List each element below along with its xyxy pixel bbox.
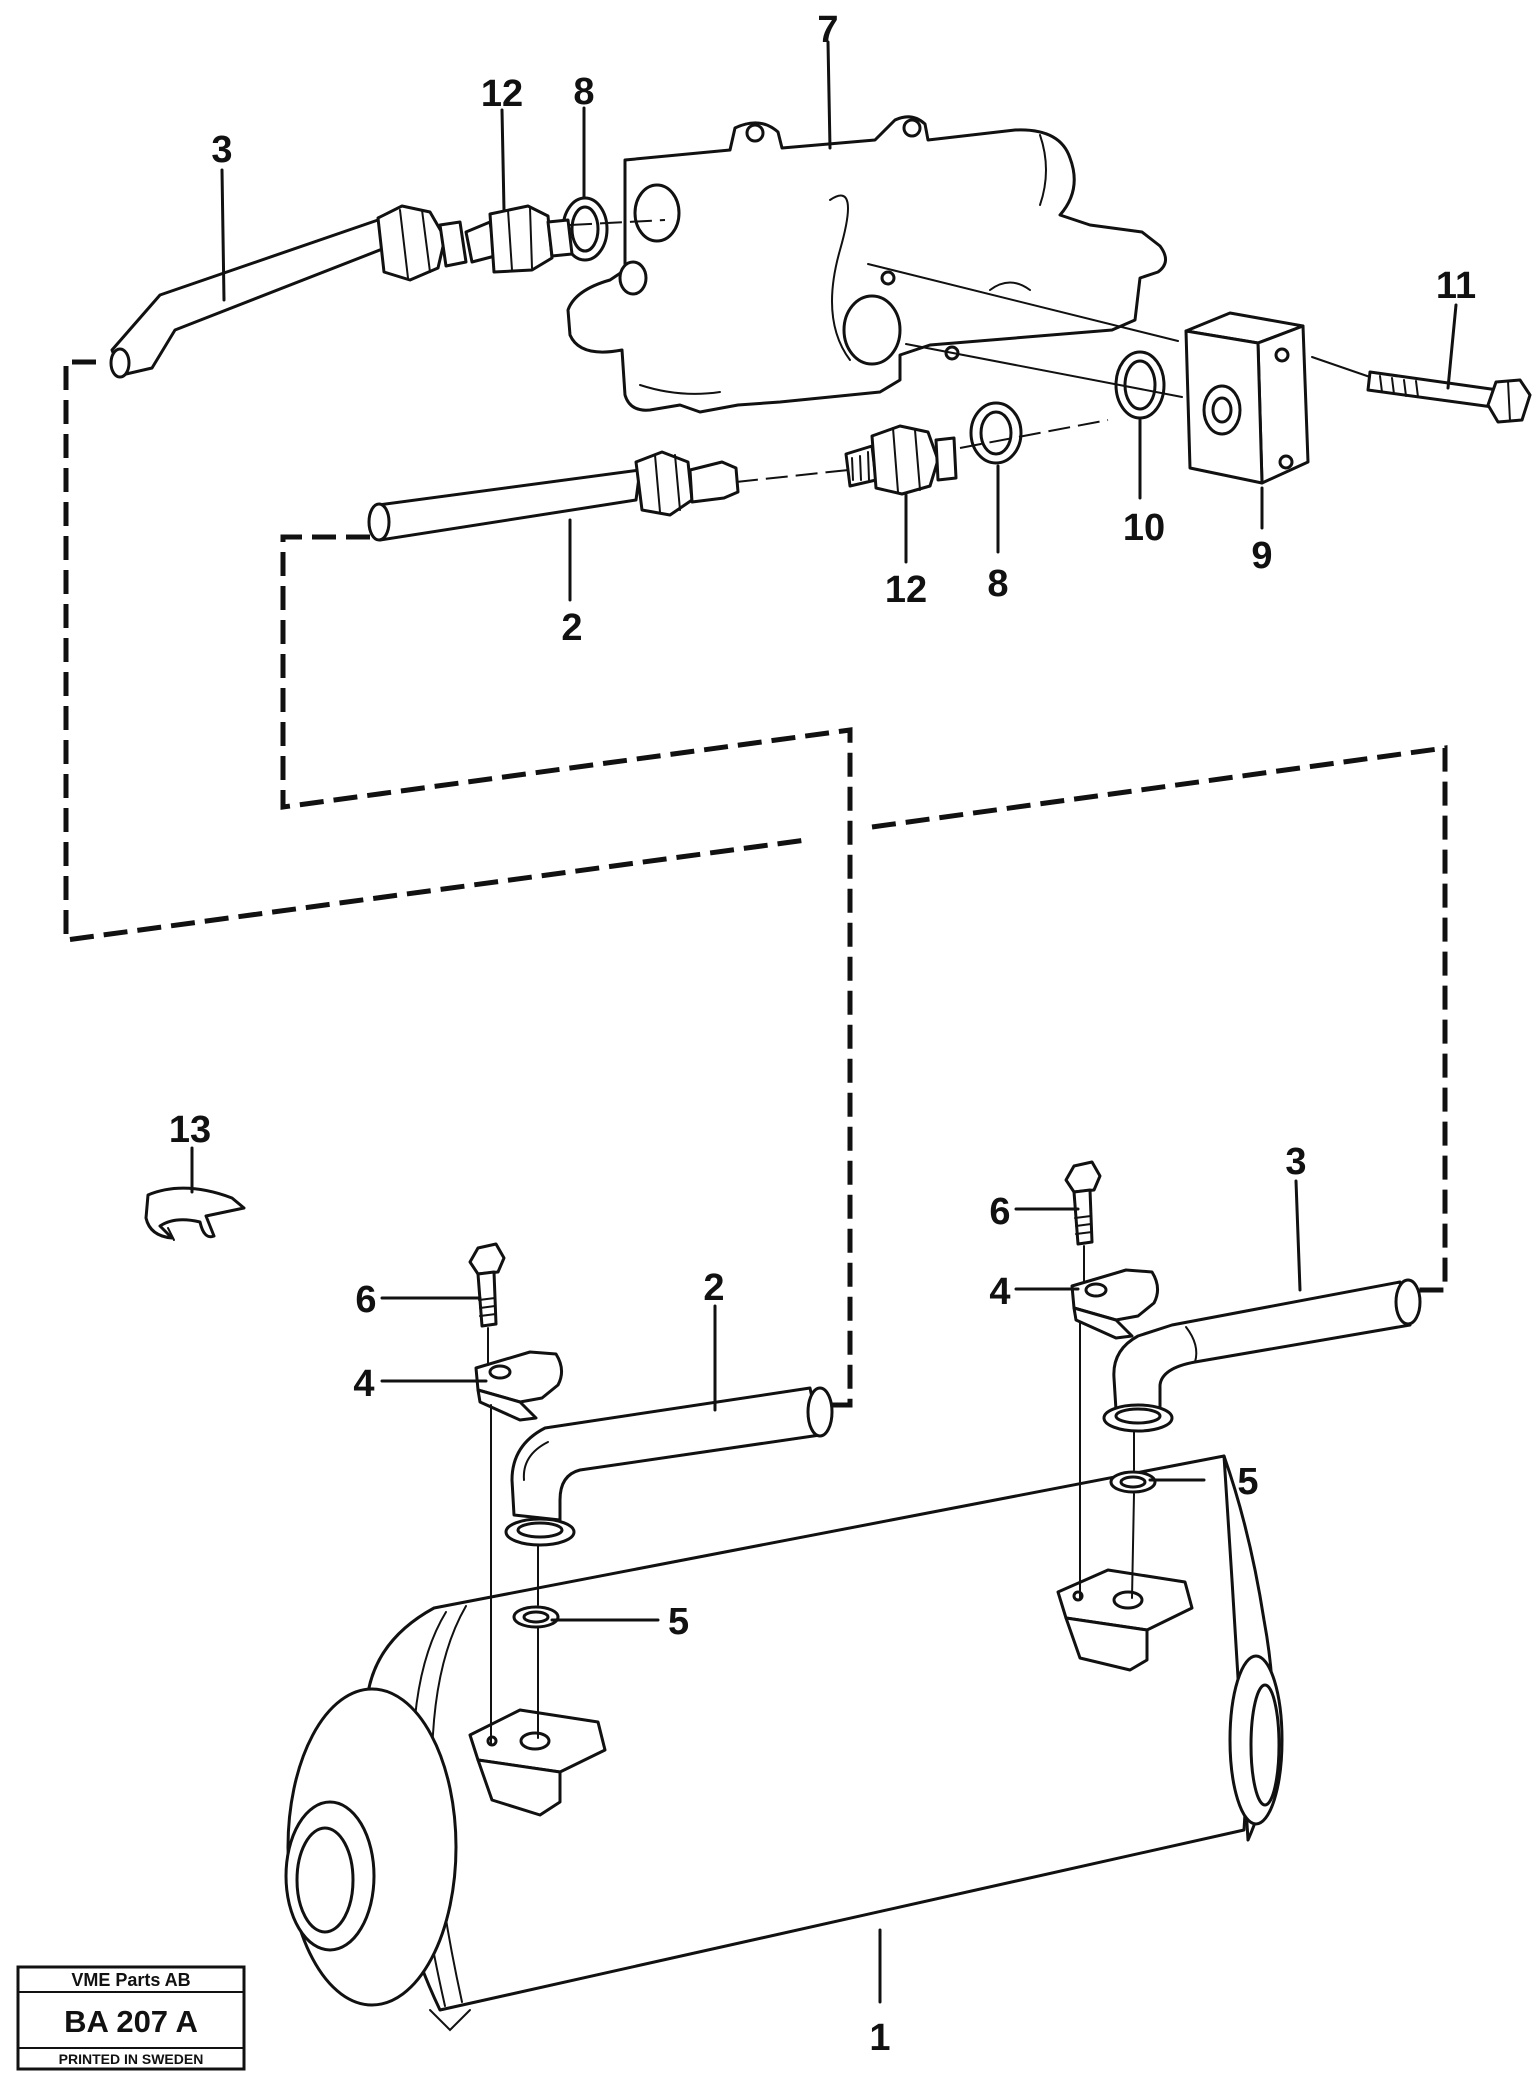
bottom-assembly-lines (487, 1245, 1135, 1746)
callout-11: 11 (1436, 265, 1476, 307)
assembly-center-lines (569, 219, 1371, 483)
callout-numbers: 7 3 12 8 11 10 9 12 8 2 13 3 2 6 4 6 4 5… (169, 9, 1476, 2059)
callout-6-left: 6 (355, 1279, 376, 1321)
union-nipple-part-12-top (464, 204, 574, 274)
callout-5-left: 5 (668, 1601, 689, 1643)
callout-9: 9 (1251, 535, 1272, 577)
callout-3-bottom: 3 (1285, 1141, 1306, 1183)
callout-13: 13 (169, 1109, 211, 1151)
clip-part-13 (144, 1186, 246, 1241)
stamp-printed: PRINTED IN SWEDEN (59, 2051, 204, 2067)
adapter-block-part-9 (1184, 311, 1310, 485)
washer-part-5-right (1109, 1470, 1157, 1494)
o-ring-part-10 (1114, 350, 1166, 420)
mounting-pad-right (1056, 1568, 1194, 1672)
callout-6-right: 6 (989, 1191, 1010, 1233)
callout-2-bottom: 2 (703, 1267, 724, 1309)
mounting-pad-left (468, 1708, 607, 1817)
callout-2-top: 2 (561, 607, 582, 649)
leader-lines (190, 40, 1458, 2004)
stamp-code: BA 207 A (64, 2004, 198, 2039)
callout-8-top: 8 (573, 71, 594, 113)
union-nipple-part-12-bottom (844, 424, 958, 496)
callout-4-left: 4 (353, 1363, 374, 1405)
pipe-part-2-top (367, 450, 740, 542)
callout-3-top: 3 (211, 129, 232, 171)
drawing-stamp: VME Parts AB BA 207 A PRINTED IN SWEDEN (16, 1965, 246, 2071)
callout-1: 1 (869, 2017, 890, 2059)
callout-7: 7 (817, 9, 838, 51)
bolt-part-6-right (1064, 1160, 1102, 1246)
valve-housing-part-7 (566, 115, 1167, 414)
o-ring-part-8-bottom (969, 401, 1023, 465)
callout-10: 10 (1123, 507, 1165, 549)
bolt-part-6-left (468, 1242, 506, 1328)
callout-4-right: 4 (989, 1271, 1010, 1313)
callout-12-top: 12 (481, 73, 523, 115)
clamp-part-4-right (1070, 1268, 1159, 1340)
callout-5-right: 5 (1237, 1461, 1258, 1503)
washer-part-5-left (512, 1605, 560, 1629)
stamp-company: VME Parts AB (71, 1970, 190, 1990)
callout-12-bottom: 12 (885, 569, 927, 611)
clamp-part-4-left (474, 1350, 563, 1422)
callout-8-bottom: 8 (987, 563, 1008, 605)
pipe-part-3-top (109, 204, 468, 379)
pipe-part-2-bottom (504, 1386, 834, 1547)
pipe-part-3-bottom (1102, 1278, 1422, 1433)
bolt-part-11 (1366, 370, 1532, 424)
hose-routing-lines (63, 359, 1448, 1408)
oil-cooler-part-1 (284, 1454, 1284, 2032)
